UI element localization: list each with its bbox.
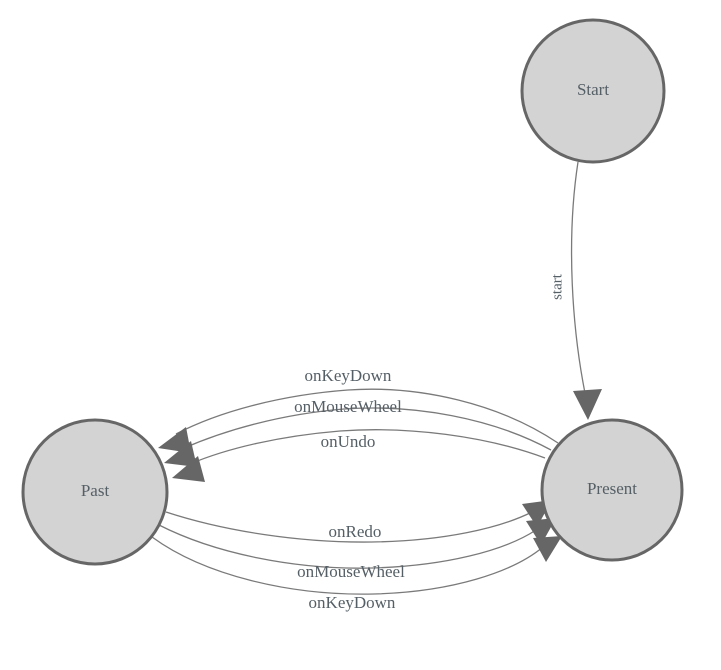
edge-label-present-to-past-onundo: onUndo — [321, 432, 376, 451]
edge-past-to-present-onkeydown-path — [151, 536, 544, 595]
node-past-label: Past — [81, 481, 110, 500]
edge-present-to-past-onundo-path — [189, 429, 546, 465]
arrowhead-start-to-present — [573, 389, 602, 420]
edge-past-to-present-onkeydown[interactable] — [151, 536, 562, 595]
arrowhead-past-to-present-onmousewheel — [526, 518, 556, 545]
node-start[interactable]: Start — [520, 18, 666, 164]
node-past-circle — [21, 418, 169, 566]
edge-present-to-past-onundo[interactable] — [172, 429, 546, 482]
node-start-circle — [520, 18, 666, 164]
edge-past-to-present-onmousewheel[interactable] — [158, 518, 556, 569]
edge-start-to-present[interactable]: start — [549, 161, 602, 420]
node-past[interactable]: Past — [21, 418, 169, 566]
edge-present-to-past-onkeydown-path — [175, 388, 559, 444]
edge-label-past-to-present-onredo: onRedo — [329, 522, 382, 541]
arrowhead-present-to-past-onmousewheel — [164, 441, 197, 467]
edge-past-to-present-onmousewheel-path — [158, 524, 537, 569]
node-present-circle — [540, 418, 684, 562]
edge-label-present-to-past-onmousewheel: onMouseWheel — [294, 397, 402, 416]
arrowhead-present-to-past-onundo — [172, 456, 205, 482]
edge-past-to-present-onredo-path — [165, 511, 533, 543]
arrowhead-present-to-past-onkeydown — [158, 427, 191, 453]
node-present-label: Present — [587, 479, 637, 498]
edge-start-to-present-path — [570, 161, 587, 399]
edge-label-past-to-present-onmousewheel: onMouseWheel — [297, 562, 405, 581]
edge-present-to-past-onmousewheel[interactable] — [164, 407, 552, 467]
edge-present-to-past-onkeydown[interactable] — [158, 388, 559, 453]
node-present[interactable]: Present — [540, 418, 684, 562]
arrowhead-past-to-present-onkeydown — [533, 536, 562, 562]
node-start-label: Start — [577, 80, 609, 99]
edge-label-present-to-past-onkeydown: onKeyDown — [305, 366, 392, 385]
edge-label-start: start — [549, 273, 565, 300]
edge-present-to-past-onmousewheel-path — [181, 407, 552, 451]
edge-label-past-to-present-onkeydown: onKeyDown — [309, 593, 396, 612]
